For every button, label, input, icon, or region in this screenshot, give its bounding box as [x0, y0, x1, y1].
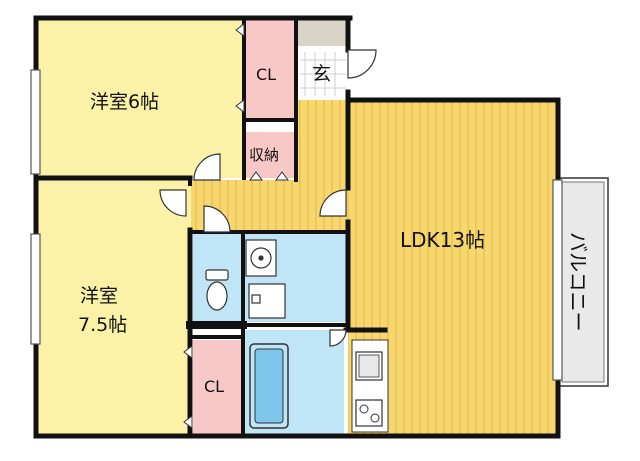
storage: 収納 [246, 132, 296, 178]
washing-machine-area [248, 283, 286, 319]
closet-2: CL [193, 340, 243, 434]
window-icon [30, 69, 563, 381]
closet-2-label: CL [204, 377, 224, 396]
washbasin-icon [245, 239, 277, 277]
western-room-7-5: 洋室 7.5帖 [36, 178, 191, 434]
balcony-label: バルコニー [566, 232, 590, 332]
closet-1-label: CL [256, 65, 276, 84]
washroom [244, 234, 348, 322]
balcony: バルコニー [557, 177, 609, 387]
bathroom [244, 330, 344, 434]
entrance-label: 玄 [312, 63, 331, 85]
cooktop-icon [355, 399, 383, 427]
entrance: 玄 [298, 20, 348, 100]
kitchen-counter [351, 339, 389, 433]
storage-label: 収納 [249, 146, 279, 164]
door-swing-icon [159, 49, 377, 347]
western-room-6-label: 洋室6帖 [90, 91, 159, 113]
western-room-6: 洋室6帖 [36, 18, 244, 178]
western-room-7-5-label-line1: 洋室 [80, 285, 118, 307]
bathtub-icon [249, 343, 289, 429]
kitchen-sink-icon [355, 351, 383, 381]
closet-door-marks [183, 23, 289, 429]
toilet-room [193, 234, 243, 322]
western-room-7-5-label-line2: 7.5帖 [78, 314, 127, 336]
toilet-icon [205, 269, 229, 311]
closet-1: CL [246, 20, 296, 118]
ldk-label: LDK13帖 [400, 228, 485, 252]
